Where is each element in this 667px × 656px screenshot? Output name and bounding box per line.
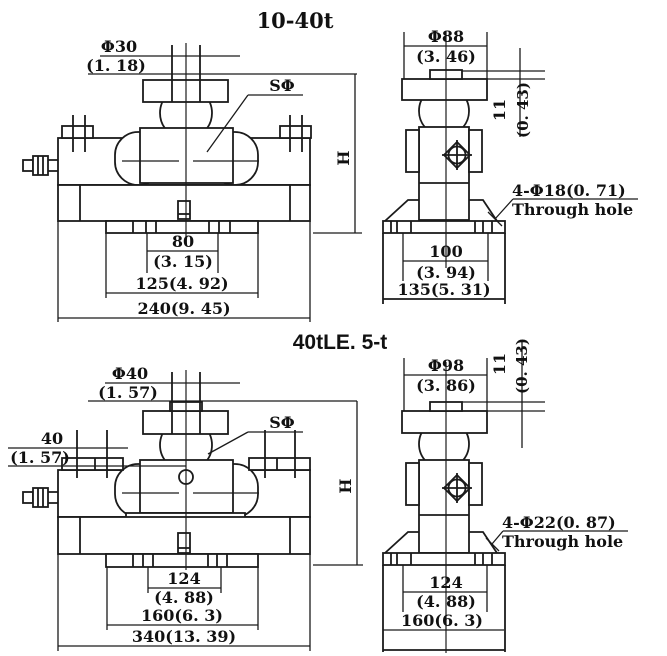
bottom-front-view: Φ40 (1. 57) 40 (1. 57) SΦ 124 (4. 88) 16… xyxy=(8,364,363,651)
top-title: 10-40t xyxy=(257,8,334,33)
top-front-outline xyxy=(22,79,312,234)
bottom-side-dia-label: Φ98 xyxy=(428,356,464,375)
bottom-front-dim-124: 124 xyxy=(167,569,200,588)
bottom-front-dimension-lines xyxy=(8,382,363,651)
top-side-dimension-lines xyxy=(402,32,638,281)
top-side-dia-label: Φ88 xyxy=(428,27,464,46)
bottom-side-dim-11-inch: (0. 43) xyxy=(513,338,531,394)
bottom-front-dia-label: Φ40 xyxy=(112,364,148,383)
top-side-details xyxy=(382,182,506,304)
bottom-front-side-dim: 40 xyxy=(41,429,63,448)
top-side-hole-note2: Through hole xyxy=(512,200,633,219)
top-front-height-label: H xyxy=(334,150,353,165)
bottom-side-details xyxy=(382,514,506,652)
bottom-side-dim-160: 160(6. 3) xyxy=(401,611,483,630)
top-front-dimension-lines xyxy=(57,55,362,322)
top-front-centerlines xyxy=(122,43,259,237)
bottom-side-dia-inch-label: (3. 86) xyxy=(416,376,476,395)
top-side-center-target-icon xyxy=(442,140,472,170)
bottom-side-center-target-icon xyxy=(442,473,472,503)
top-side-dim-135: 135(5. 31) xyxy=(397,280,490,299)
top-front-dia-inch-label: (1. 18) xyxy=(86,56,146,75)
bottom-front-dim-340: 340(13. 39) xyxy=(132,627,236,646)
bottom-side-view: Φ98 (3. 86) 11 (0. 43) 124 (4. 88) 160(6… xyxy=(382,338,628,653)
bottom-side-outline xyxy=(382,401,506,566)
bottom-front-height-label: H xyxy=(336,478,355,493)
bottom-side-dim-124: 124 xyxy=(429,573,462,592)
bottom-side-hole-note2: Through hole xyxy=(502,532,623,551)
top-side-dim-11: 11 xyxy=(490,99,509,121)
bottom-title: 40tLE. 5-t xyxy=(293,331,388,354)
top-front-sphi-label: SΦ xyxy=(269,76,295,95)
top-front-dim-125: 125(4. 92) xyxy=(135,274,228,293)
bottom-front-dim-124-inch: (4. 88) xyxy=(154,588,214,607)
bottom-side-dim-11: 11 xyxy=(490,353,509,375)
top-side-view: Φ88 (3. 46) 11 (0. 43) 100 (3. 94) 135(5… xyxy=(382,27,638,304)
bottom-front-dia-inch-label: (1. 57) xyxy=(98,383,158,402)
top-side-dim-11-inch: (0. 43) xyxy=(514,82,532,138)
bottom-front-centerlines xyxy=(122,370,259,570)
top-side-dia-inch-label: (3. 46) xyxy=(416,47,476,66)
top-front-dim-80: 80 xyxy=(172,232,194,251)
top-side-outline xyxy=(382,69,506,234)
bottom-front-side-dim-inch: (1. 57) xyxy=(10,448,70,467)
bottom-side-hole-note: 4-Φ22(0. 87) xyxy=(502,513,616,532)
bottom-front-sphi-label: SΦ xyxy=(269,413,295,432)
bottom-side-dim-124-inch: (4. 88) xyxy=(416,592,476,611)
bottom-side-dimension-lines xyxy=(383,340,628,631)
top-side-hole-note: 4-Φ18(0. 71) xyxy=(512,181,626,200)
top-side-dim-100: 100 xyxy=(429,242,462,261)
top-front-dia-label: Φ30 xyxy=(101,37,137,56)
top-front-dim-240: 240(9. 45) xyxy=(137,299,230,318)
top-front-dim-80-inch: (3. 15) xyxy=(153,252,213,271)
top-front-view: Φ30 (1. 18) SΦ 80 (3. 15) 125(4. 92) 240… xyxy=(22,37,362,322)
bottom-front-outline xyxy=(22,401,311,568)
bottom-front-dim-160: 160(6. 3) xyxy=(141,606,223,625)
bottom-front-details xyxy=(37,372,296,567)
top-side-dim-100-inch: (3. 94) xyxy=(416,263,476,282)
